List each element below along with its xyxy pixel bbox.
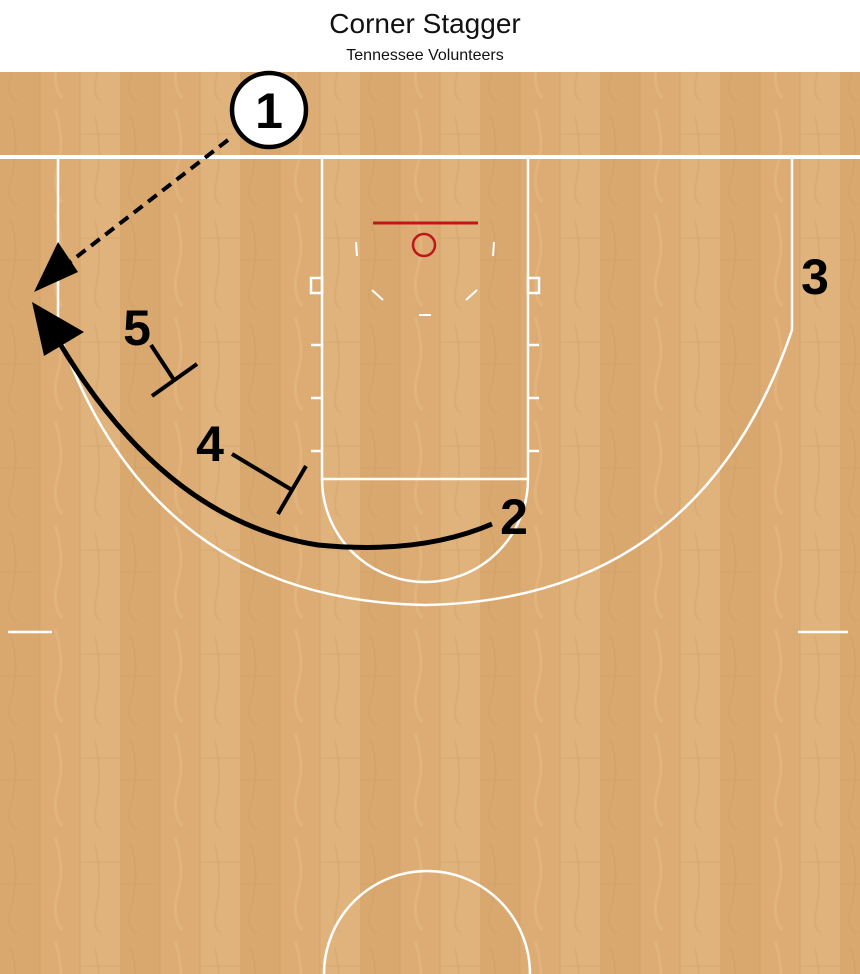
restricted-area [355,241,495,316]
center-circle [322,869,532,974]
cut-arrowhead [32,302,84,356]
pass-arrowhead [34,242,78,292]
screen-line-5 [149,343,176,382]
player-1-label: 1 [255,83,283,139]
screen-bar-4 [276,464,308,516]
court-floor [0,72,860,974]
play-actions [32,138,493,550]
player-4-label: 4 [196,416,224,472]
player-3-label: 3 [801,249,829,305]
lane-block-left [309,276,324,295]
player-1: 1 [229,70,309,150]
free-throw-circle-bottom [320,478,530,584]
free-throw-lane [320,155,530,481]
player-5-label: 5 [123,300,151,356]
court [0,72,860,974]
cut-path [49,328,493,550]
player-1-circle [229,70,309,150]
three-point-arc [56,329,794,607]
lane-block-right [526,276,541,295]
screen-bar-5 [150,362,199,398]
players: 1 2 3 4 5 [123,70,829,545]
screen-line-4 [230,452,294,492]
court-markings [8,155,848,974]
diagram-title: Corner Stagger [329,8,520,39]
player-2-label: 2 [500,489,528,545]
pass-line [68,138,230,264]
rim [411,232,437,258]
diagram-subtitle: Tennessee Volunteers [346,47,503,64]
